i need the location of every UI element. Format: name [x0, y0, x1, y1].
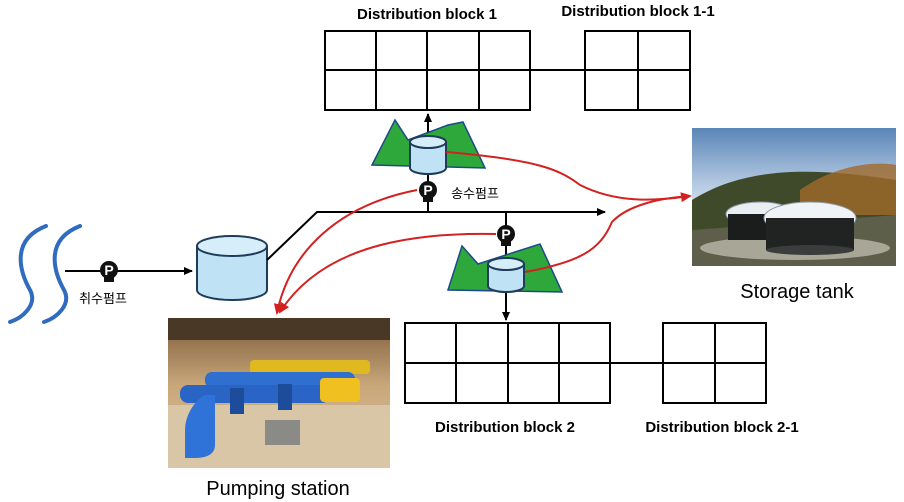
transmission-main-pipe [266, 208, 606, 261]
block2-1-title: Distribution block 2-1 [645, 419, 798, 436]
pumping-station-photo [168, 318, 390, 468]
svg-text:P: P [423, 182, 432, 198]
intake-pump-label: 취수펌프 [79, 292, 127, 307]
distribution-block-2-grid [404, 322, 611, 404]
river-wave-icon [8, 224, 82, 324]
reservoir-tank-icon [196, 235, 268, 301]
elevated-tank-icon [409, 135, 447, 175]
svg-text:P: P [104, 262, 113, 278]
elevated-tank-icon-lower [487, 257, 525, 293]
block2-title: Distribution block 2 [435, 419, 575, 436]
signal-arrows [273, 151, 692, 315]
transmission-pump-label: 송수펌프 [451, 187, 499, 202]
block1-1-title: Distribution block 1-1 [561, 3, 714, 20]
svg-text:P: P [501, 226, 510, 242]
transmission-pump-icon: P [419, 181, 437, 202]
distribution-block-2-1-grid [662, 322, 767, 404]
pumping-station-label: Pumping station [206, 478, 349, 500]
booster-pump-icon: P [497, 225, 515, 246]
storage-tank-photo [692, 128, 896, 266]
intake-pump-icon: P [100, 261, 118, 282]
distribution-block-1-grid [324, 30, 531, 111]
block1-title: Distribution block 1 [357, 6, 497, 23]
storage-tank-label: Storage tank [740, 281, 854, 303]
distribution-block-1-1-grid [584, 30, 691, 111]
